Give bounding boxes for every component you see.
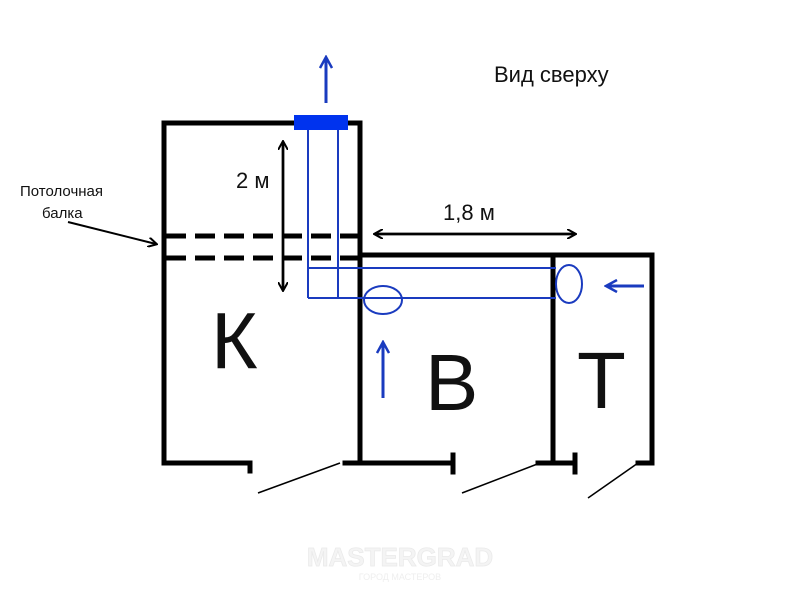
- beam-label-line2: балка: [42, 205, 83, 222]
- beam-callout: Потолочная балка: [20, 183, 156, 244]
- doors: [257, 462, 639, 499]
- dimension-horizontal-label: 1,8 м: [443, 200, 495, 225]
- watermark-tagline: ГОРОД МАСТЕРОВ: [359, 572, 441, 582]
- vent-grille-t: [555, 264, 583, 304]
- watermark: MASTERGRAD ГОРОД МАСТЕРОВ: [306, 542, 493, 582]
- room-label-t: Т: [577, 336, 626, 425]
- room-label-b: В: [425, 338, 478, 427]
- dimension-horizontal: 1,8 м: [375, 200, 575, 234]
- vent-grille-b: [363, 285, 403, 315]
- dimension-vertical: 2 м: [236, 142, 283, 290]
- beam-label-line1: Потолочная: [20, 183, 103, 200]
- room-label-k: К: [211, 296, 258, 385]
- watermark-brand: MASTERGRAD: [307, 542, 493, 572]
- ceiling-beam: [166, 233, 358, 261]
- dimension-vertical-label: 2 м: [236, 168, 269, 193]
- vent-outlet: [294, 115, 348, 130]
- view-title: Вид сверху: [494, 62, 609, 87]
- air-duct: [307, 130, 583, 315]
- walls: [161, 120, 655, 475]
